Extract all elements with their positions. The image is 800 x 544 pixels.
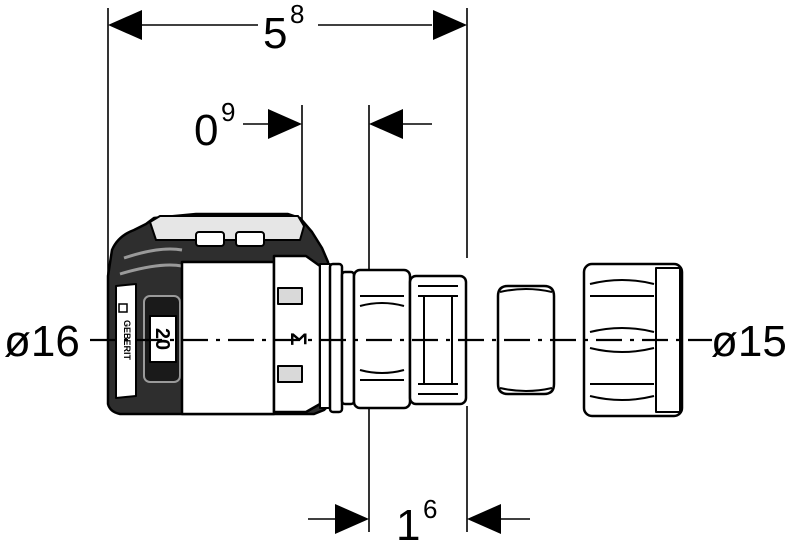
collar-slot-top — [277, 287, 303, 305]
arrowhead-thread-left — [335, 504, 369, 534]
arrowhead-right — [433, 10, 467, 40]
dimension-insertion-depth: 0 9 — [194, 97, 432, 155]
ring-top-curve — [499, 288, 553, 293]
clip-window-left — [195, 231, 225, 247]
arrowhead-insertion — [268, 109, 302, 139]
nut-curve-1 — [589, 279, 655, 285]
total-length-value: 5 — [263, 9, 287, 58]
arrowhead-insertion-back — [369, 109, 403, 139]
thread-length-value: 1 — [396, 501, 420, 544]
ring-bottom-curve — [499, 387, 553, 392]
fitting-side-lug — [319, 263, 331, 409]
arrowhead-thread-right — [467, 504, 501, 534]
diameter-left-label: ø16 — [4, 317, 80, 366]
dimension-thread-length: 1 6 — [308, 494, 530, 544]
body-groove-2 — [119, 263, 183, 276]
insertion-depth-superscript: 9 — [221, 97, 235, 127]
nut-curve-4 — [589, 395, 655, 401]
adapter-ring-2 — [340, 270, 356, 406]
hex-curve-2 — [359, 369, 405, 374]
adapter-ring-1 — [328, 262, 344, 414]
insertion-depth-value: 0 — [194, 106, 218, 155]
arrowhead-left — [108, 10, 142, 40]
dimension-total-length: 5 8 — [108, 0, 467, 58]
thread-length-superscript: 6 — [423, 494, 437, 524]
body-groove-1 — [123, 247, 183, 260]
hex-curve-1 — [359, 302, 405, 307]
fitting-center-band — [180, 260, 276, 416]
clip-window-right — [235, 231, 265, 247]
nut-curve-2 — [589, 327, 655, 333]
diameter-right-label: ø15 — [711, 317, 787, 366]
threaded-adapter — [328, 262, 468, 414]
brand-mark-icon — [118, 303, 128, 313]
press-fitting-body — [106, 212, 332, 416]
total-length-superscript: 8 — [290, 0, 304, 29]
nut-curve-3 — [589, 347, 655, 353]
fitting-top-clip — [149, 215, 305, 241]
collar-slot-bottom — [277, 365, 303, 383]
